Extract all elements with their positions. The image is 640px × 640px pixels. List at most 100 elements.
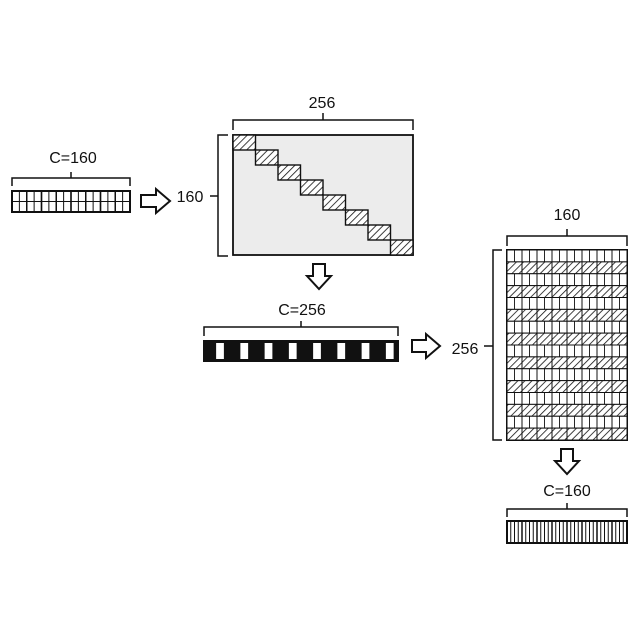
second-matrix-cells: [507, 250, 627, 440]
matrix-cell: [507, 274, 522, 298]
matrix-cell: [582, 393, 597, 417]
arrow-right-icon: [412, 334, 440, 358]
diagonal-block: [256, 150, 279, 165]
matrix-cell: [582, 369, 597, 393]
matrix-cell: [522, 393, 537, 417]
matrix-cell: [537, 393, 552, 417]
output-vector-brace: [507, 503, 627, 517]
matrix-cell: [597, 393, 612, 417]
matrix-cell: [612, 345, 627, 369]
matrix-cell: [552, 274, 567, 298]
matrix-cell: [567, 393, 582, 417]
matrix-cell: [507, 345, 522, 369]
mid-cell: [216, 343, 224, 359]
matrix-cell: [597, 250, 612, 274]
first-matrix-width-brace: [233, 113, 413, 130]
diagonal-block: [278, 165, 301, 180]
matrix-cell: [552, 250, 567, 274]
matrix-cell: [522, 250, 537, 274]
mid-cell: [265, 343, 273, 359]
matrix-cell: [567, 321, 582, 345]
arrow-down-icon: [555, 449, 579, 474]
matrix-cell: [597, 274, 612, 298]
matrix-cell: [552, 345, 567, 369]
input-vector-group: C=160: [12, 150, 130, 212]
second-matrix-group: 160 256: [452, 207, 627, 440]
diagonal-block: [323, 195, 346, 210]
matrix-cell: [507, 321, 522, 345]
mid-cell: [337, 343, 345, 359]
mid-cell: [362, 343, 370, 359]
matrix-cell: [567, 345, 582, 369]
matrix-cell: [522, 274, 537, 298]
mid-cell: [313, 343, 321, 359]
second-matrix-height-label: 256: [452, 341, 479, 358]
diagonal-block: [346, 210, 369, 225]
matrix-cell: [552, 416, 567, 440]
matrix-cell: [507, 369, 522, 393]
diagonal-block: [391, 240, 414, 255]
matrix-cell: [582, 321, 597, 345]
input-vector-brace: [12, 172, 130, 186]
matrix-cell: [612, 298, 627, 322]
output-channels-label: C=160: [543, 483, 591, 500]
matrix-cell: [612, 274, 627, 298]
matrix-cell: [612, 250, 627, 274]
matrix-cell: [537, 369, 552, 393]
diagonal-block: [301, 180, 324, 195]
first-matrix-width-label: 256: [309, 95, 336, 112]
first-matrix-group: 256 160: [177, 95, 413, 256]
matrix-cell: [552, 393, 567, 417]
second-matrix-height-brace: [484, 250, 502, 440]
matrix-cell: [612, 416, 627, 440]
matrix-cell: [582, 250, 597, 274]
input-channels-label: C=160: [49, 150, 97, 167]
matrix-cell: [582, 345, 597, 369]
arrow-down-icon: [307, 264, 331, 289]
matrix-cell: [537, 298, 552, 322]
second-matrix-width-label: 160: [554, 207, 581, 224]
mid-cell: [386, 343, 394, 359]
matrix-cell: [507, 250, 522, 274]
matrix-cell: [567, 369, 582, 393]
matrix-cell: [597, 416, 612, 440]
matrix-cell: [522, 416, 537, 440]
mid-cell: [240, 343, 248, 359]
mid-vector-brace: [204, 321, 398, 336]
matrix-cell: [537, 250, 552, 274]
matrix-cell: [597, 345, 612, 369]
matrix-cell: [582, 416, 597, 440]
mid-cell: [289, 343, 297, 359]
matrix-cell: [537, 416, 552, 440]
first-matrix-height-label: 160: [177, 189, 204, 206]
matrix-cell: [552, 369, 567, 393]
matrix-cell: [597, 321, 612, 345]
diagonal-block: [368, 225, 391, 240]
matrix-cell: [552, 321, 567, 345]
matrix-cell: [597, 298, 612, 322]
output-vector-group: C=160: [507, 483, 627, 543]
matrix-cell: [612, 369, 627, 393]
second-matrix-width-brace: [507, 229, 627, 246]
matrix-cell: [537, 274, 552, 298]
first-matrix-height-brace: [210, 135, 228, 256]
matrix-cell: [522, 345, 537, 369]
matrix-cell: [567, 416, 582, 440]
arrow-right-icon: [141, 189, 170, 213]
matrix-cell: [537, 345, 552, 369]
matrix-cell: [567, 250, 582, 274]
matrix-cell: [612, 393, 627, 417]
matrix-cell: [582, 274, 597, 298]
matrix-cell: [537, 321, 552, 345]
matrix-cell: [582, 298, 597, 322]
mid-vector-group: C=256: [204, 302, 398, 361]
matrix-cell: [597, 369, 612, 393]
matrix-cell: [522, 321, 537, 345]
matrix-cell: [507, 393, 522, 417]
matrix-cell: [522, 298, 537, 322]
matrix-cell: [612, 321, 627, 345]
diagonal-block: [233, 135, 256, 150]
matrix-cell: [552, 298, 567, 322]
matrix-cell: [507, 298, 522, 322]
